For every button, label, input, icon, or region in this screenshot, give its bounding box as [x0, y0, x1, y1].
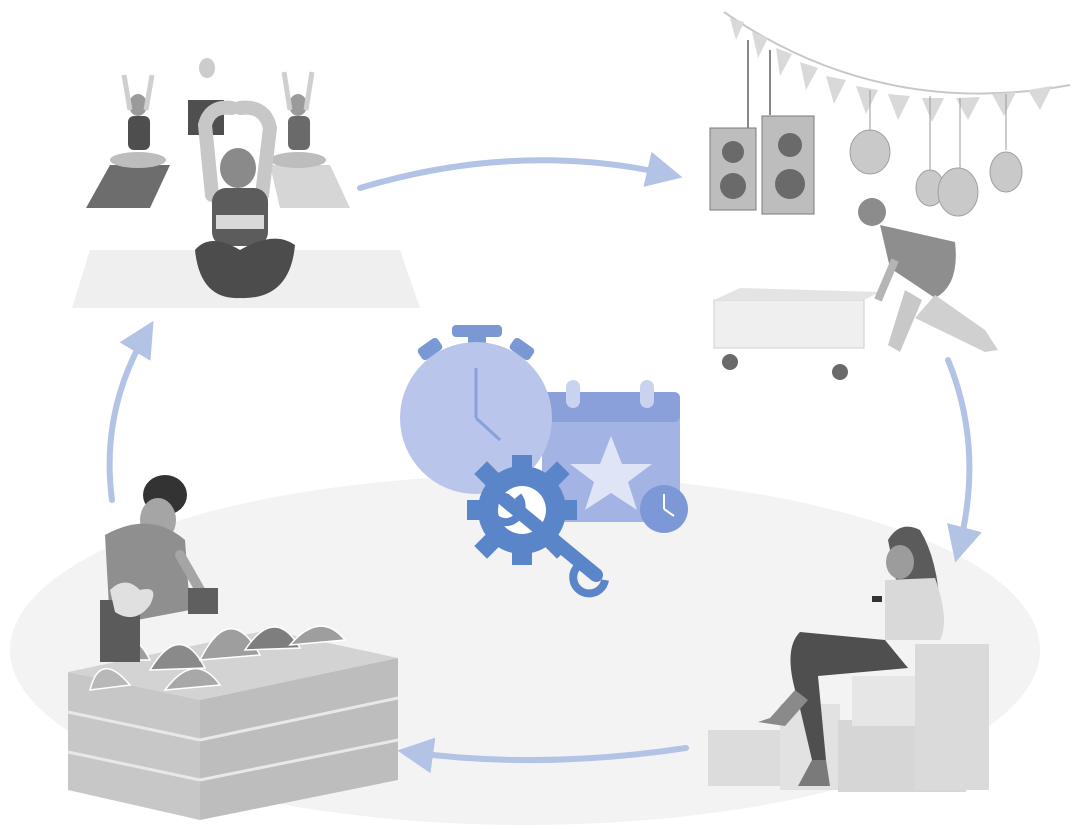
arrow-yoga-to-party	[360, 160, 672, 188]
clock-icon	[640, 485, 688, 533]
arrow-garden-to-yoga	[110, 330, 148, 500]
arrow-party-to-relax	[948, 360, 969, 552]
party-setup-scene	[710, 12, 1070, 380]
